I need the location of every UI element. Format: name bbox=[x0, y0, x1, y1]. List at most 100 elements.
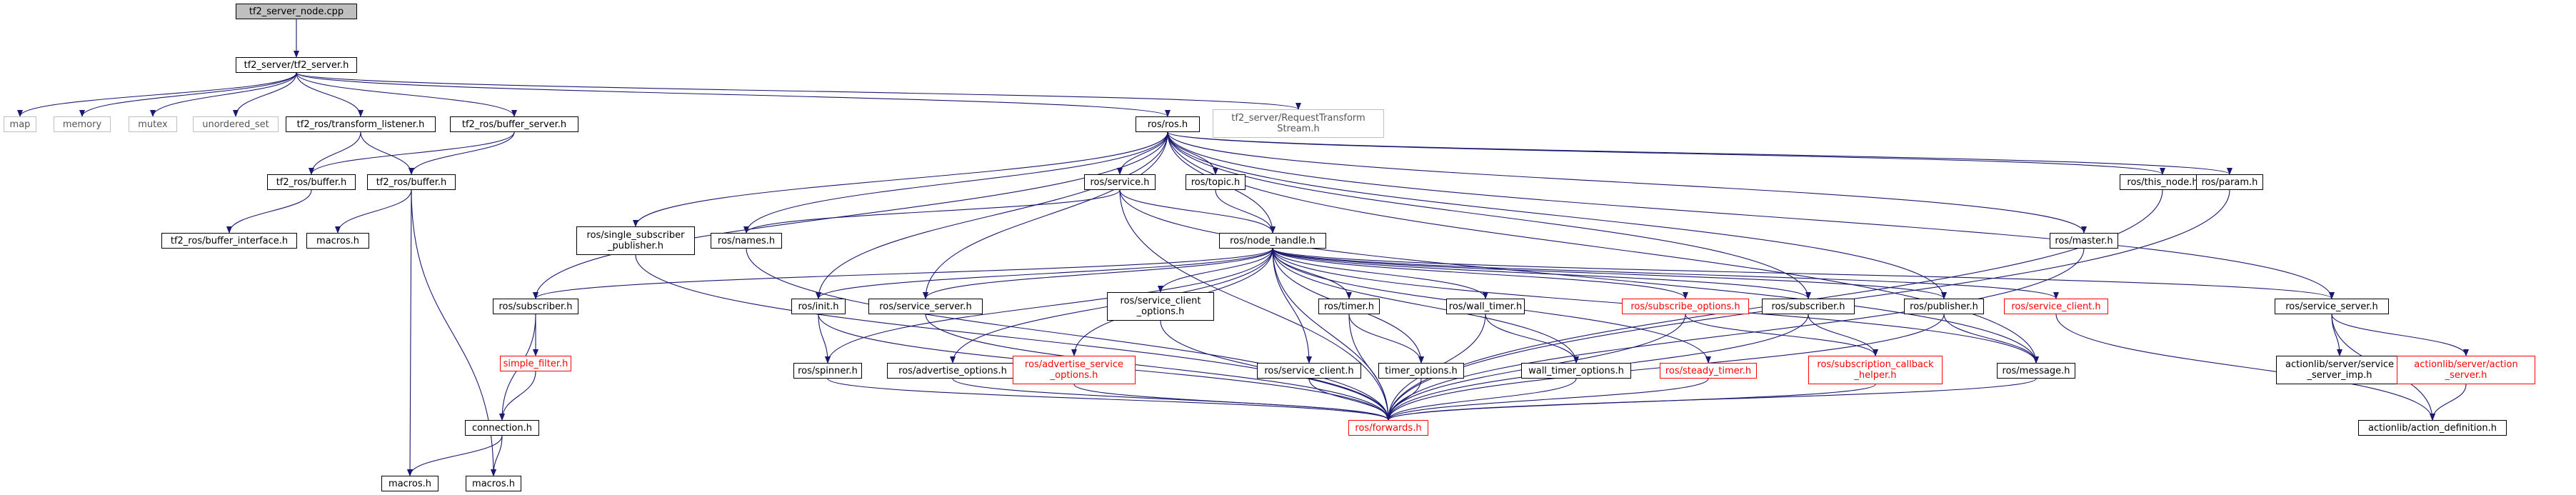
node-label: macros.h bbox=[472, 478, 515, 489]
node-request-transform-stream[interactable]: tf2_server/RequestTransform Stream.h bbox=[1213, 109, 1384, 138]
node-buffer-server[interactable]: tf2_ros/buffer_server.h bbox=[450, 116, 578, 132]
node-ros-publisher[interactable]: ros/publisher.h bbox=[1904, 299, 1984, 314]
edge-node_handle-to-subscribe_opts bbox=[1272, 248, 1688, 299]
node-unordered-set[interactable]: unordered_set bbox=[193, 116, 279, 132]
node-ros-topic[interactable]: ros/topic.h bbox=[1186, 174, 1246, 190]
edge-al_action_srv-to-al_action_def bbox=[2430, 384, 2467, 421]
edge-subscriber2-to-sub_cb_helper bbox=[1808, 314, 1878, 356]
node-label: ros/param.h bbox=[2201, 176, 2258, 188]
node-ros-wall-timer[interactable]: ros/wall_timer.h bbox=[1446, 299, 1525, 314]
node-ros-names[interactable]: ros/names.h bbox=[711, 233, 782, 249]
node-label: tf2_ros/buffer.h bbox=[376, 176, 447, 188]
edge-service_h-to-node_handle bbox=[1119, 189, 1276, 234]
node-ros-service-client-a[interactable]: ros/service_client.h bbox=[2004, 299, 2108, 314]
node-ros-node-handle[interactable]: ros/node_handle.h bbox=[1219, 233, 1326, 249]
node-actionlib-action-definition[interactable]: actionlib/action_definition.h bbox=[2358, 420, 2507, 436]
node-connection[interactable]: connection.h bbox=[465, 420, 539, 436]
edge-ros_h-to-svc_server1 bbox=[923, 131, 1168, 299]
edge-message_h-to-forwards bbox=[1385, 378, 2037, 421]
node-memory[interactable]: memory bbox=[54, 116, 111, 132]
node-ros-spinner[interactable]: ros/spinner.h bbox=[793, 363, 862, 379]
node-simple-filter[interactable]: simple_filter.h bbox=[500, 356, 571, 371]
edge-tf2server-to-unordered_set bbox=[233, 72, 297, 117]
node-ros-param[interactable]: ros/param.h bbox=[2196, 174, 2263, 190]
node-subscription-callback-helper[interactable]: ros/subscription_callback _helper.h bbox=[1808, 356, 1943, 384]
node-subscribe-options[interactable]: ros/subscribe_options.h bbox=[1622, 299, 1749, 314]
node-macros-a[interactable]: macros.h bbox=[306, 233, 369, 249]
node-ros-master[interactable]: ros/master.h bbox=[2050, 233, 2118, 249]
edge-wall_timer-to-wall_timer_opts bbox=[1485, 314, 1579, 364]
edge-tf2server-to-buf_server bbox=[296, 72, 517, 117]
node-label: ros/wall_timer.h bbox=[1448, 301, 1523, 312]
node-timer-options[interactable]: timer_options.h bbox=[1378, 363, 1464, 379]
node-label: ros/timer.h bbox=[1323, 301, 1375, 312]
node-tf2-ros-buffer-a[interactable]: tf2_ros/buffer.h bbox=[267, 174, 356, 190]
edge-service_h-to-names_h bbox=[743, 189, 1121, 234]
node-label: memory bbox=[62, 119, 102, 130]
node-macros-b[interactable]: macros.h bbox=[381, 476, 438, 491]
node-label: tf2_ros/transform_listener.h bbox=[296, 119, 425, 130]
edge-ros_h-to-publisher_h bbox=[1167, 131, 1947, 299]
edge-tf2server-to-memory bbox=[79, 72, 297, 117]
edge-ros_h-to-svc_server2 bbox=[1167, 131, 2335, 299]
node-tf2-ros-buffer-b[interactable]: tf2_ros/buffer.h bbox=[367, 174, 456, 190]
edge-node_handle-to-subscriber1 bbox=[533, 248, 1273, 299]
node-label: macros.h bbox=[316, 235, 359, 246]
node-mutex[interactable]: mutex bbox=[129, 116, 177, 132]
node-label: ros/single_subscriber _publisher.h bbox=[586, 230, 685, 251]
node-label: tf2_server/tf2_server.h bbox=[244, 59, 349, 71]
node-transform-listener[interactable]: tf2_ros/transform_listener.h bbox=[286, 116, 436, 132]
node-ros-init[interactable]: ros/init.h bbox=[791, 299, 846, 314]
node-root-file[interactable]: tf2_server_node.cpp bbox=[236, 4, 357, 19]
node-macros-c[interactable]: macros.h bbox=[466, 476, 521, 491]
node-ros-service-server-a[interactable]: ros/service_server.h bbox=[868, 299, 983, 314]
node-label: ros/topic.h bbox=[1191, 176, 1241, 188]
node-ros-subscriber-b[interactable]: ros/subscriber.h bbox=[1762, 299, 1855, 314]
node-ros-steady-timer[interactable]: ros/steady_timer.h bbox=[1660, 363, 1757, 379]
node-ros-message[interactable]: ros/message.h bbox=[1997, 363, 2075, 379]
node-label: ros/advertise_options.h bbox=[898, 365, 1007, 376]
node-advertise-options[interactable]: ros/advertise_options.h bbox=[887, 363, 1018, 379]
node-actionlib-service-server-imp[interactable]: actionlib/server/service _server_imp.h bbox=[2276, 356, 2403, 384]
edge-advertise_opts-to-forwards bbox=[952, 378, 1391, 421]
node-ros-subscriber-a[interactable]: ros/subscriber.h bbox=[493, 299, 578, 314]
node-label: mutex bbox=[138, 119, 168, 130]
edge-node_handle-to-service_client bbox=[1272, 248, 2059, 299]
edge-ros_h-to-param_h bbox=[1167, 131, 2232, 175]
edge-node_handle-to-publisher_h bbox=[1272, 248, 1947, 299]
node-label: ros/this_node.h bbox=[2127, 176, 2198, 188]
node-label: ros/master.h bbox=[2055, 235, 2113, 246]
node-ros-forwards[interactable]: ros/forwards.h bbox=[1348, 420, 1428, 436]
node-ros-service-client-b[interactable]: ros/service_client.h bbox=[1257, 363, 1361, 379]
edge-tf2_buffer1-to-buf_iface bbox=[226, 189, 312, 234]
edge-svc_server1-to-forwards bbox=[925, 314, 1391, 421]
node-label: ros/subscribe_options.h bbox=[1630, 301, 1740, 312]
node-label: actionlib/server/service _server_imp.h bbox=[2285, 359, 2394, 381]
node-label: tf2_server_node.cpp bbox=[249, 6, 344, 17]
node-label: ros/message.h bbox=[2002, 365, 2070, 376]
node-label: macros.h bbox=[389, 478, 431, 489]
node-advertise-service-options[interactable]: ros/advertise_service _options.h bbox=[1013, 356, 1136, 384]
edge-single_sub-to-forwards bbox=[635, 254, 1391, 421]
edge-wall_timer_opts-to-forwards bbox=[1385, 378, 1577, 421]
node-ros-header[interactable]: ros/ros.h bbox=[1136, 116, 1200, 132]
node-ros-service[interactable]: ros/service.h bbox=[1084, 174, 1156, 190]
edge-ros_h-to-service_h bbox=[1117, 131, 1168, 175]
node-service-client-options[interactable]: ros/service_client _options.h bbox=[1107, 292, 1214, 321]
node-actionlib-action-server[interactable]: actionlib/server/action _server.h bbox=[2397, 356, 2535, 384]
node-tf2-server-header[interactable]: tf2_server/tf2_server.h bbox=[236, 57, 357, 73]
node-buffer-interface[interactable]: tf2_ros/buffer_interface.h bbox=[161, 233, 297, 249]
node-single-subscriber-publisher[interactable]: ros/single_subscriber _publisher.h bbox=[576, 226, 695, 255]
node-label: ros/subscriber.h bbox=[1771, 301, 1845, 312]
node-wall-timer-options[interactable]: wall_timer_options.h bbox=[1521, 363, 1631, 379]
node-ros-this-node[interactable]: ros/this_node.h bbox=[2120, 174, 2205, 190]
node-ros-service-server-b[interactable]: ros/service_server.h bbox=[2275, 299, 2389, 314]
node-map[interactable]: map bbox=[4, 116, 36, 132]
edge-svc_server2-to-al_action_srv bbox=[2331, 314, 2469, 356]
node-ros-timer[interactable]: ros/timer.h bbox=[1318, 299, 1380, 314]
node-label: ros/service_server.h bbox=[2285, 301, 2378, 312]
node-label: unordered_set bbox=[202, 119, 269, 130]
edge-node_handle-to-wall_timer_opts bbox=[1272, 248, 1579, 364]
edge-names_h-to-forwards bbox=[746, 248, 1391, 421]
edge-node_handle-to-subscriber2 bbox=[1272, 248, 1811, 299]
